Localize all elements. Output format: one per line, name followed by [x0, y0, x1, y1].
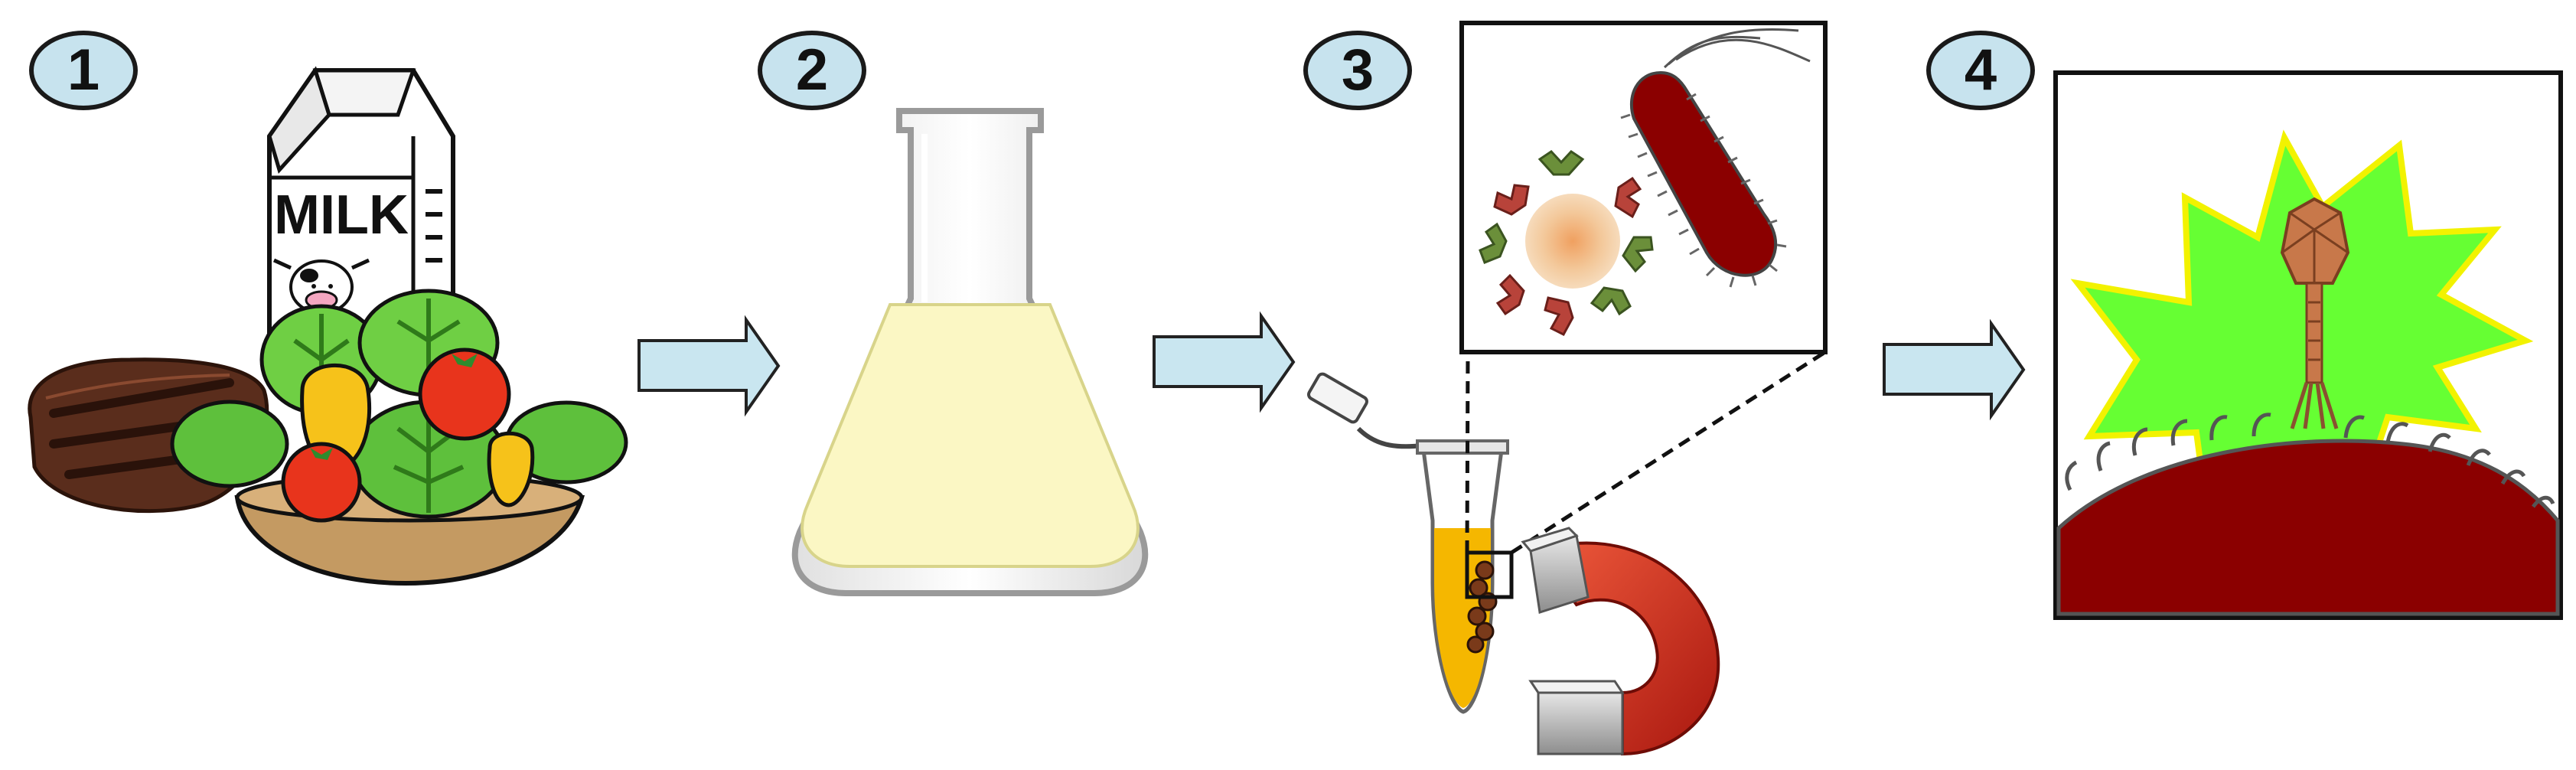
step-4-badge: 4: [1926, 31, 2035, 110]
milk-label: MILK: [274, 184, 409, 246]
host-pili: [2065, 413, 2555, 508]
bead-capture-zoom-panel: [1459, 21, 1828, 354]
step-1-badge: 1: [29, 31, 138, 110]
host-cell-icon: [2056, 439, 2560, 616]
tube-magnet-icon: [1307, 350, 1827, 756]
arrow-3-icon: [1883, 318, 2026, 421]
phage-particle-icon: [2280, 197, 2350, 429]
step-2-badge: 2: [758, 31, 866, 110]
bacterium-icon: [1620, 28, 1811, 288]
flask-icon: [791, 108, 1149, 596]
step-4-number: 4: [1964, 38, 1997, 103]
antibody-icons: [1479, 150, 1654, 336]
food-sample-icon: MILK: [28, 66, 628, 586]
bacteriophage-icon: [2053, 70, 2563, 620]
arrow-1-icon: [637, 315, 781, 417]
magnet-icon: [1521, 527, 1720, 756]
step-3-badge: 3: [1303, 31, 1412, 110]
step-3-number: 3: [1341, 38, 1374, 103]
step-2-number: 2: [795, 38, 829, 103]
step-1-number: 1: [67, 38, 100, 103]
salad-bowl-icon: [170, 289, 628, 586]
flagella-icon: [1663, 28, 1811, 69]
arrow-2-icon: [1153, 311, 1296, 413]
broth-liquid: [801, 303, 1140, 568]
magnetic-bead-icon: [1525, 194, 1620, 289]
tube-cap-icon: [1307, 372, 1424, 449]
zoom-region-marker: [1465, 550, 1514, 599]
